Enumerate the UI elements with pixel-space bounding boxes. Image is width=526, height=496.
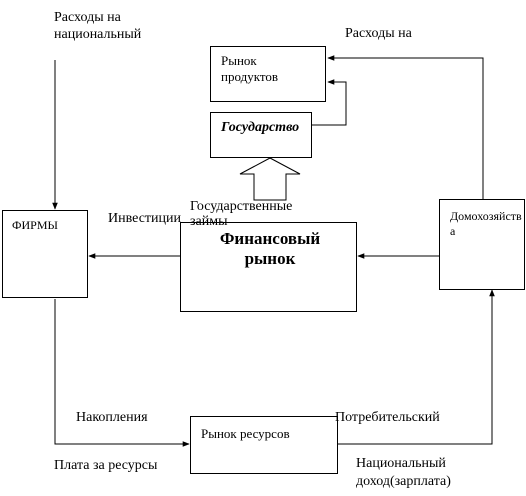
- arrow-firms-to-resource-market: [54, 299, 190, 447]
- government-loans-label-line2: займы: [190, 214, 228, 229]
- product-market-label: Рынок продуктов: [221, 53, 278, 84]
- resource-market-label: Рынок ресурсов: [201, 426, 290, 441]
- government-loans-label-line1: Государственные: [190, 199, 293, 214]
- arrow-households-to-product-market: [327, 55, 484, 199]
- product-market-node: Рынок продуктов: [210, 46, 326, 102]
- consumer-label: Потребительский: [335, 410, 440, 425]
- financial-market-node: Финансовый рынок: [180, 222, 357, 312]
- resource-market-node: Рынок ресурсов: [190, 416, 338, 474]
- households-node: Домохозяйства: [439, 199, 525, 290]
- firms-node: ФИРМЫ: [2, 210, 88, 298]
- national-income-label-line1: Национальный: [356, 456, 446, 471]
- national-income-label-line2: доход(зарплата): [356, 474, 451, 489]
- national-expenses-label-line1: Расходы на: [54, 10, 121, 25]
- government-node: Государство: [210, 112, 312, 158]
- hollow-arrow-financial-to-government: [239, 157, 301, 201]
- payment-for-resources-label: Плата за ресурсы: [54, 458, 158, 473]
- investments-label: Инвестиции: [108, 211, 181, 226]
- government-label: Государство: [221, 120, 300, 135]
- arrow-government-to-product-market: [312, 79, 347, 126]
- expenses-on-label: Расходы на: [345, 26, 412, 41]
- financial-market-label: Финансовый рынок: [219, 229, 321, 268]
- households-label: Домохозяйства: [450, 209, 522, 238]
- firms-label: ФИРМЫ: [12, 218, 58, 232]
- savings-label: Накопления: [76, 410, 148, 425]
- arrow-resource-market-to-households: [338, 289, 495, 445]
- national-expenses-label-line2: национальный: [54, 27, 142, 42]
